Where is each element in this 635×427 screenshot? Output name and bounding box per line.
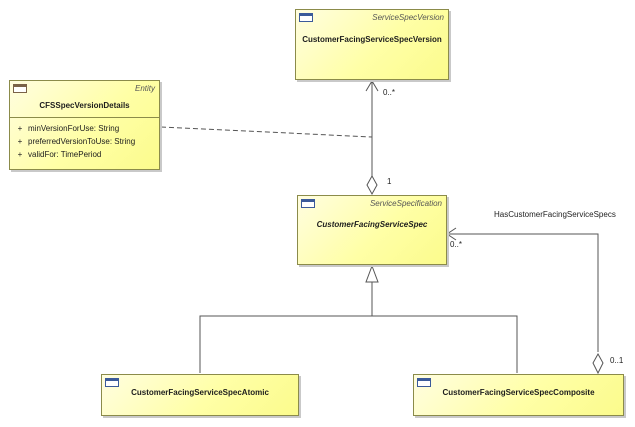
spec-end-aggregation-diamond xyxy=(366,174,378,196)
attribute-text: preferredVersionToUse: String xyxy=(28,137,136,146)
entity-icon xyxy=(13,84,27,93)
class-name: CustomerFacingServiceSpecAtomic xyxy=(131,388,269,397)
attribute-visibility: + xyxy=(17,150,23,159)
class-name: CFSSpecVersionDetails xyxy=(39,101,130,110)
class-stereotype: ServiceSpecification xyxy=(369,199,442,208)
class-name: CustomerFacingServiceSpecVersion xyxy=(302,35,442,44)
composite-end-aggregation-diamond xyxy=(592,352,604,375)
class-stereotype: ServiceSpecVersion xyxy=(372,13,444,22)
version-end-arrowhead xyxy=(365,80,379,92)
multiplicity-label-spec-end: 1 xyxy=(387,177,392,186)
multiplicity-label-spec-side: 0..* xyxy=(450,240,463,249)
attribute-row[interactable]: + minVersionForUse: String xyxy=(10,122,159,135)
association-class-link xyxy=(160,126,373,138)
attribute-visibility: + xyxy=(17,137,23,146)
class-cfs-spec-version-details[interactable]: Entity CFSSpecVersionDetails + minVersio… xyxy=(9,80,160,170)
generalization-branches xyxy=(199,315,518,373)
association-name-label: HasCustomerFacingServiceSpecs xyxy=(494,210,616,219)
attribute-text: validFor: TimePeriod xyxy=(28,150,102,159)
attribute-compartment: + minVersionForUse: String + preferredVe… xyxy=(10,117,159,161)
class-customer-facing-service-spec-atomic[interactable]: CustomerFacingServiceSpecAtomic xyxy=(101,374,299,416)
class-icon xyxy=(299,13,313,22)
multiplicity-label-version-end: 0..* xyxy=(383,88,396,97)
attribute-row[interactable]: + preferredVersionToUse: String xyxy=(10,135,159,148)
class-name: CustomerFacingServiceSpec xyxy=(316,220,428,229)
class-customer-facing-service-spec-composite[interactable]: CustomerFacingServiceSpecComposite xyxy=(413,374,624,416)
generalization-triangle xyxy=(365,264,379,283)
class-icon xyxy=(301,199,315,208)
class-icon xyxy=(417,378,431,387)
has-cfs-specs-line xyxy=(447,233,599,352)
class-name: CustomerFacingServiceSpecComposite xyxy=(442,388,595,397)
class-icon xyxy=(105,378,119,387)
has-cfs-specs-arrowhead xyxy=(446,227,457,241)
attribute-visibility: + xyxy=(17,124,23,133)
attribute-text: minVersionForUse: String xyxy=(28,124,120,133)
multiplicity-label-composite-side: 0..1 xyxy=(610,356,624,365)
class-customer-facing-service-spec[interactable]: ServiceSpecification CustomerFacingServi… xyxy=(297,195,447,265)
class-customer-facing-service-spec-version[interactable]: ServiceSpecVersion CustomerFacingService… xyxy=(295,9,449,80)
attribute-row[interactable]: + validFor: TimePeriod xyxy=(10,148,159,161)
class-stereotype: Entity xyxy=(134,84,155,93)
